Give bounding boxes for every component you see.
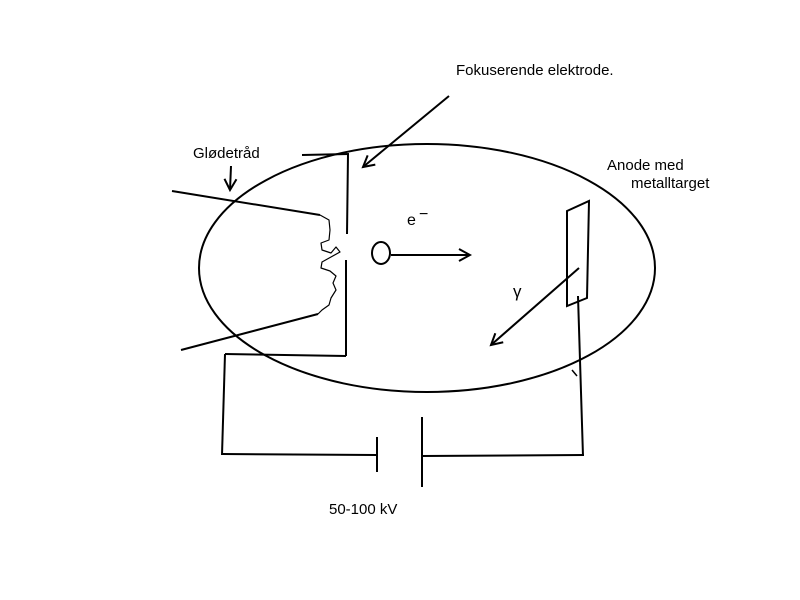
filament-lead-bottom xyxy=(180,313,319,351)
circuit-right-horizontal xyxy=(421,454,585,457)
focusing-electrode-upper-plate xyxy=(346,153,349,235)
anode-label-line2: metalltarget xyxy=(631,175,710,192)
vacuum-tube-outline xyxy=(198,143,656,393)
circuit-left-vertical xyxy=(221,353,226,456)
circuit-left-horizontal xyxy=(221,453,377,456)
focusing-electrode-bottom xyxy=(224,353,347,357)
focusing-electrode-label: Fokuserende elektrode. xyxy=(456,62,614,79)
filament-label: Glødetråd xyxy=(193,145,260,162)
focusing-electrode-pointer-arrow xyxy=(363,95,450,167)
anode-lead-wire xyxy=(577,295,584,457)
filament-pointer-arrow xyxy=(230,165,231,190)
gamma-label: γ xyxy=(513,282,522,301)
anode-target xyxy=(566,199,591,308)
filament-coil xyxy=(317,214,341,315)
filament-lead-top xyxy=(171,190,321,216)
anode-lead-tick xyxy=(571,369,578,377)
voltage-label: 50-100 kV xyxy=(329,501,398,518)
electron-label: e xyxy=(407,212,416,229)
electron-circle xyxy=(371,241,391,265)
anode-label-line1: Anode med xyxy=(607,157,684,174)
x-ray-emission-arrow xyxy=(491,267,580,345)
electron-charge-label: − xyxy=(419,206,429,223)
focusing-electrode-top xyxy=(301,153,350,156)
